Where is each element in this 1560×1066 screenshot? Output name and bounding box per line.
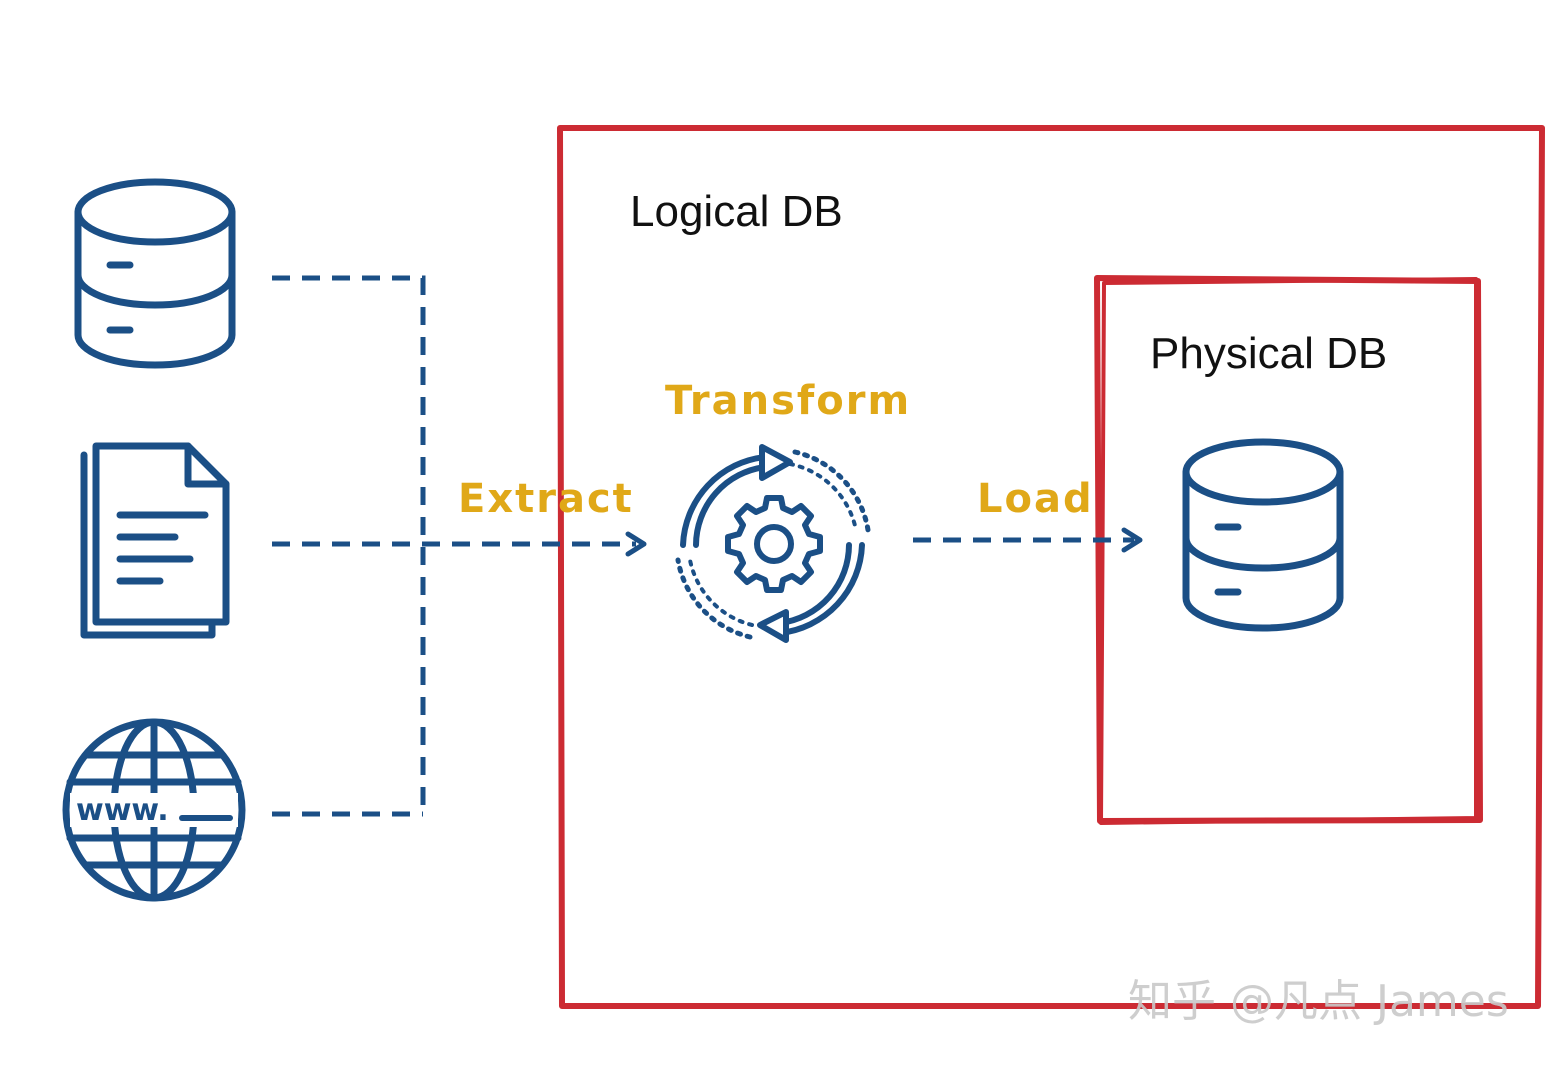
logical-db-box xyxy=(557,125,1545,1009)
physical-db-label: Physical DB xyxy=(1150,329,1387,378)
source-connector-top xyxy=(272,275,426,812)
extract-label: Extract xyxy=(458,476,634,522)
www-label: www. xyxy=(76,793,169,828)
load-arrowhead xyxy=(1121,527,1143,553)
document-icon xyxy=(80,442,230,639)
globe-icon: www. xyxy=(62,718,246,902)
logical-db-label: Logical DB xyxy=(630,187,843,236)
watermark: 知乎 @凡点 James xyxy=(1128,976,1509,1027)
extract-arrowhead xyxy=(625,531,647,557)
database-icon xyxy=(74,178,236,369)
transform-label: Transform xyxy=(665,378,911,424)
database-icon xyxy=(1182,438,1344,632)
transform-gear-icon xyxy=(675,444,871,643)
physical-db-box-sketch xyxy=(1099,277,1478,825)
load-label: Load xyxy=(977,476,1094,522)
